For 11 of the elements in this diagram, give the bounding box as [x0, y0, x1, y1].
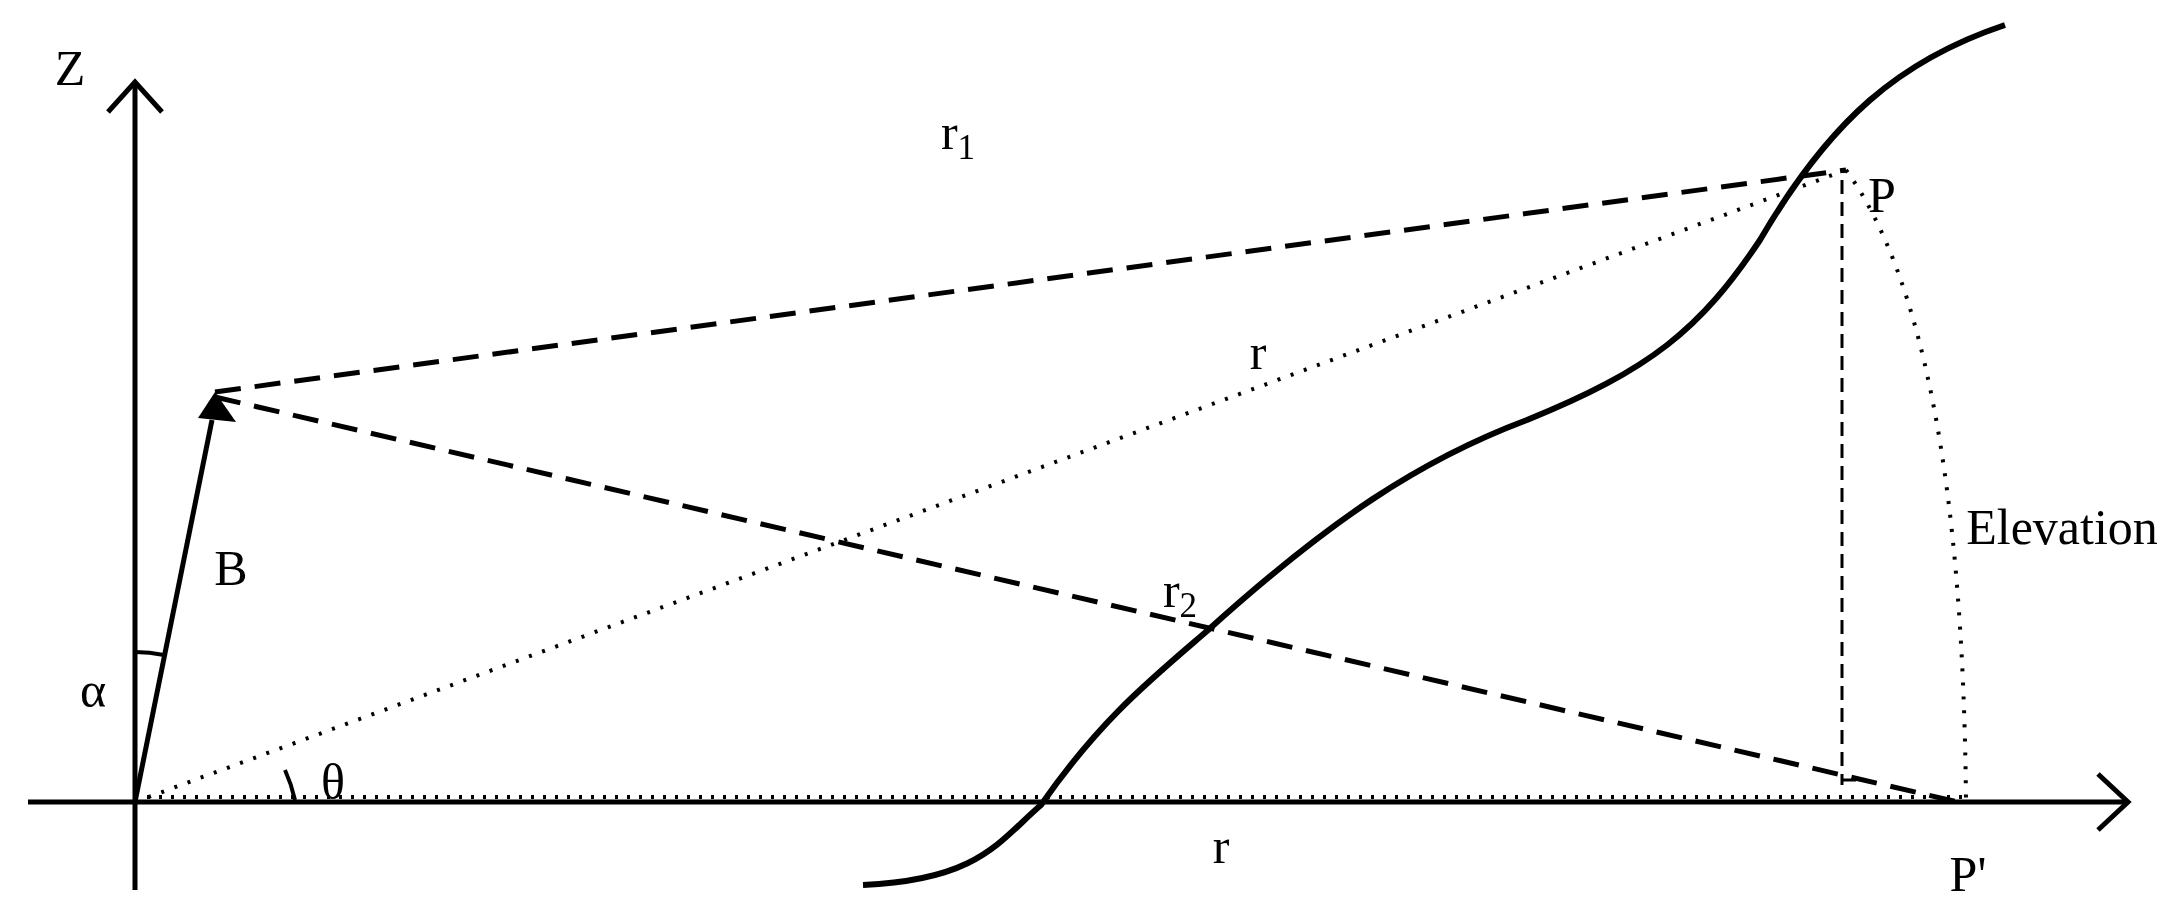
math-label: θ [321, 757, 345, 807]
math-label: r [1249, 327, 1267, 377]
math-label: P [1868, 170, 1896, 220]
math-label: α [79, 665, 107, 715]
math-label: Z [54, 43, 86, 93]
math-label: r$_{2}$ [1162, 564, 1198, 624]
math-label: r$_{1}$ [940, 106, 976, 166]
math-label: r [1212, 821, 1230, 871]
math-label: P' [1949, 849, 1987, 899]
math-label: B [214, 543, 248, 593]
math-label: Elevation [1966, 502, 2158, 552]
